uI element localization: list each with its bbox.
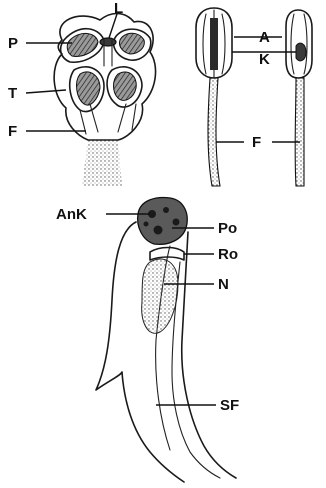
label-K: K <box>259 51 270 68</box>
label-AnK: AnK <box>56 206 87 223</box>
label-L: L <box>114 0 123 17</box>
labels: L P T F A K F AnK Po Ro N SF <box>8 0 270 414</box>
leader-T <box>26 90 66 93</box>
label-F-left: F <box>8 123 17 140</box>
anther-knob <box>138 198 188 245</box>
sheath-outline-right <box>182 232 236 478</box>
filament-back <box>295 78 304 186</box>
anther-cross-section <box>26 14 156 187</box>
sheath-outline-left <box>96 222 184 482</box>
enlarged-filament <box>96 198 236 482</box>
pollen-pore-5 <box>144 222 149 227</box>
label-P: P <box>8 35 18 52</box>
pollen-sac-top-right <box>119 33 144 54</box>
pollen-pore-4 <box>154 226 163 235</box>
leader-L <box>109 14 117 38</box>
label-Po: Po <box>218 220 237 237</box>
label-A: A <box>259 29 270 46</box>
label-T: T <box>8 85 17 102</box>
pollen-sac-top-left <box>67 33 98 56</box>
label-Ro: Ro <box>218 246 238 263</box>
label-SF: SF <box>220 397 239 414</box>
label-F-right: F <box>252 134 261 151</box>
central-locule <box>100 38 116 46</box>
pollen-sac-bottom-left <box>77 72 100 105</box>
stamen-front-view <box>196 8 232 186</box>
sheath-inner-line <box>172 262 220 478</box>
filament-front <box>208 78 220 186</box>
anther-front-slit <box>210 18 218 70</box>
label-N: N <box>218 276 229 293</box>
pollen-pore-2 <box>163 207 169 213</box>
nectary <box>142 259 178 333</box>
pollen-sac-bottom-right <box>114 72 137 100</box>
filament-left <box>82 140 122 186</box>
pollen-pore-3 <box>173 219 180 226</box>
anther-back-connective <box>296 43 306 61</box>
